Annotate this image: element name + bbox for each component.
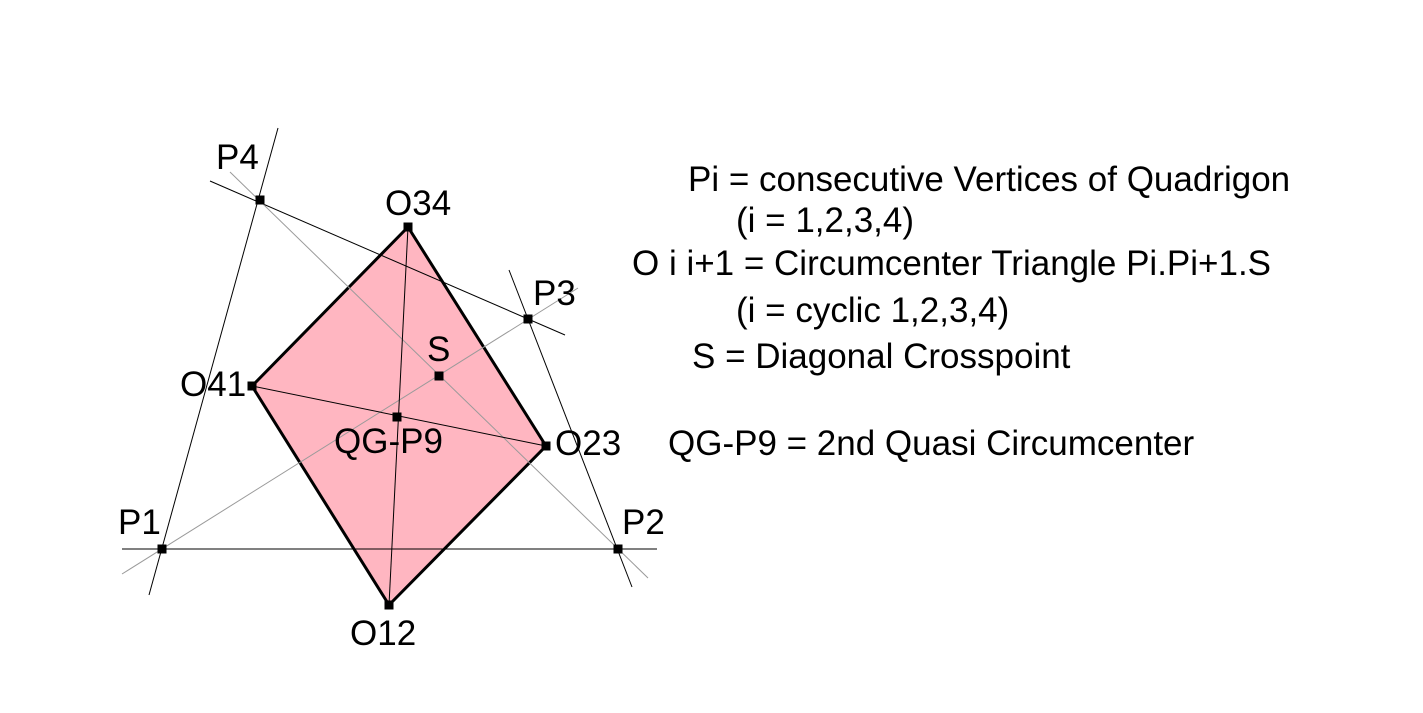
point-label-O34: O34: [385, 184, 452, 223]
point-label-S: S: [427, 330, 451, 369]
legend-line-5: S = Diagonal Crosspoint: [692, 337, 1071, 376]
point-label-P3: P3: [533, 274, 576, 313]
legend-line-3: O i i+1 = Circumcenter Triangle Pi.Pi+1.…: [632, 244, 1272, 283]
point-marker-O41: [247, 381, 257, 391]
point-label-P4: P4: [216, 138, 259, 177]
point-label-P2: P2: [622, 503, 665, 542]
side-P4-P1: [148, 127, 279, 596]
legend-line-6: QG-P9 = 2nd Quasi Circumcenter: [668, 424, 1195, 463]
diagonal-P1-P3: [121, 287, 579, 575]
point-label-O41: O41: [180, 365, 247, 404]
point-marker-S: [434, 371, 444, 381]
point-marker-O34: [403, 222, 413, 232]
point-marker-P1: [157, 544, 167, 554]
point-marker-O23: [541, 441, 551, 451]
point-marker-P4: [255, 195, 265, 205]
legend-line-2: (i = 1,2,3,4): [736, 201, 915, 240]
point-label-QG-P9: QG-P9: [334, 422, 443, 461]
legend-line-1: Pi = consecutive Vertices of Quadrigon: [688, 160, 1291, 199]
legend-line-4: (i = cyclic 1,2,3,4): [736, 291, 1010, 330]
side-P3-P4: [209, 180, 566, 336]
point-marker-O12: [384, 600, 394, 610]
point-marker-QG-P9: [392, 412, 402, 422]
point-marker-P2: [613, 544, 623, 554]
point-label-O23: O23: [555, 424, 622, 463]
point-label-O12: O12: [350, 614, 417, 653]
point-marker-P3: [523, 314, 533, 324]
point-label-P1: P1: [118, 503, 161, 542]
